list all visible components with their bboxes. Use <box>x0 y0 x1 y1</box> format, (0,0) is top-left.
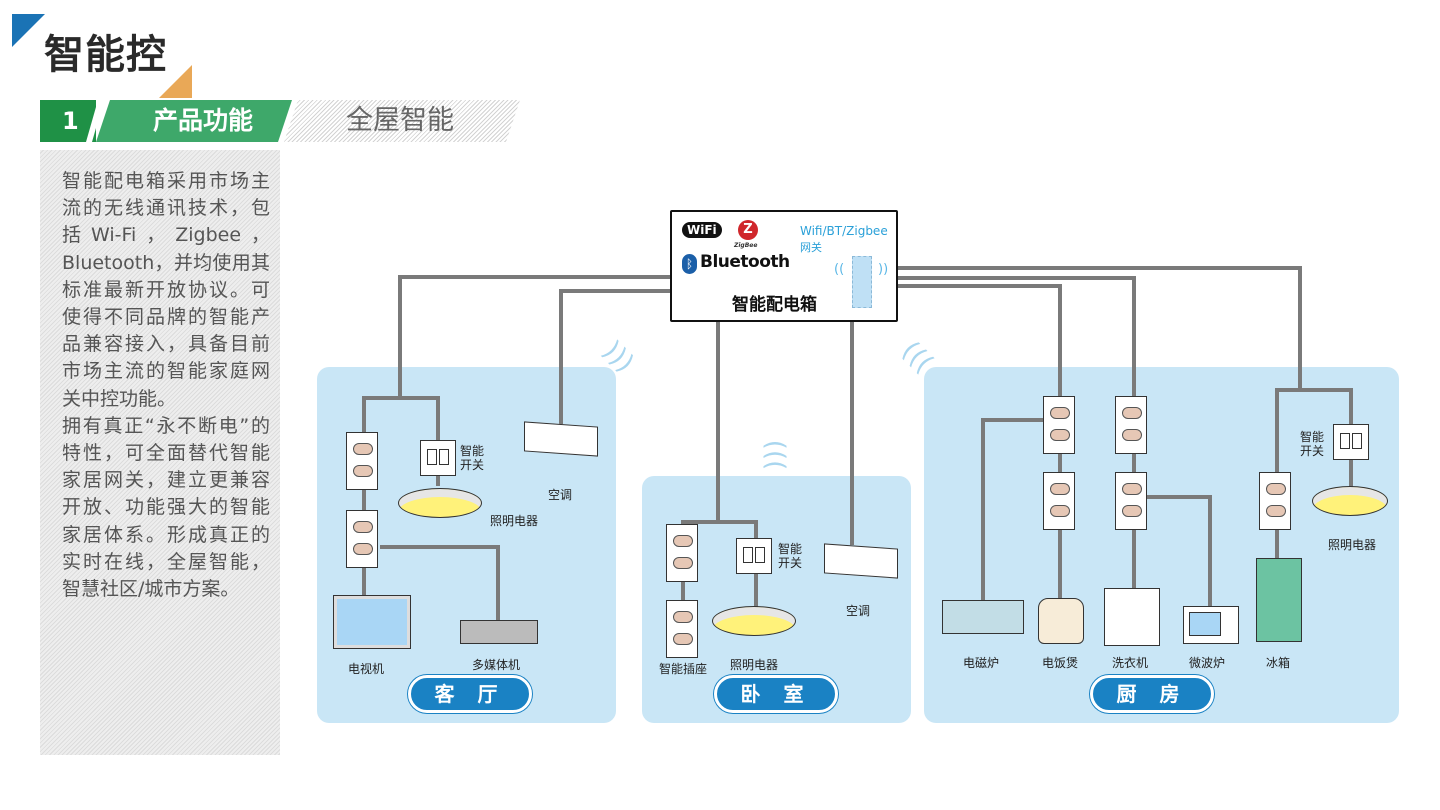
microwave-label: 微波炉 <box>1189 656 1226 670</box>
smart-distribution-box[interactable]: WiFi Z ZigBee ᛒ Bluetooth Wifi/BT/Zigbee… <box>670 210 898 322</box>
tv-icon[interactable] <box>333 595 411 649</box>
corner-triangle-orange <box>159 65 192 98</box>
description-paragraph: 智能配电箱采用市场主流的无线通讯技术，包括Wi-Fi，Zigbee，Blueto… <box>62 170 270 410</box>
ac-label: 空调 <box>548 488 573 502</box>
label-line: 开关 <box>460 458 485 472</box>
room-label-bedroom: 卧 室 <box>714 675 838 713</box>
smart-socket[interactable] <box>666 600 698 658</box>
wire <box>1058 284 1062 396</box>
ceiling-light[interactable] <box>398 488 482 518</box>
smart-switch-label: 智能开关 <box>1300 430 1324 458</box>
air-conditioner[interactable] <box>524 421 598 457</box>
wire <box>559 289 672 293</box>
refrigerator-icon[interactable] <box>1256 558 1302 642</box>
smart-switch[interactable] <box>1333 424 1369 460</box>
section-band <box>96 100 292 142</box>
smart-socket[interactable] <box>1115 396 1147 454</box>
ac-label: 空调 <box>846 604 871 618</box>
bluetooth-logo: Bluetooth <box>700 252 790 272</box>
room-label-kitchen: 厨 房 <box>1090 675 1214 713</box>
signal-left-icon: (( <box>834 262 845 277</box>
wire <box>681 520 757 524</box>
label-line: 开关 <box>1300 444 1325 458</box>
wire <box>398 275 402 397</box>
gateway-sublabel: 网关 <box>800 241 822 254</box>
smart-switch[interactable] <box>420 440 456 476</box>
washing-machine-icon[interactable] <box>1104 588 1160 646</box>
wire <box>896 266 1300 270</box>
label-line: 智能 <box>778 542 803 556</box>
zigbee-logo-label: ZigBee <box>734 242 758 249</box>
rice-cooker-icon[interactable] <box>1038 598 1084 644</box>
label-line: 智能 <box>1300 430 1325 444</box>
wire <box>398 275 672 279</box>
wire <box>850 320 854 545</box>
air-conditioner[interactable] <box>824 543 898 579</box>
induction-cooker-icon[interactable] <box>942 600 1024 634</box>
section-number: 1 <box>40 100 96 142</box>
section-sub-label: 全屋智能 <box>346 105 454 136</box>
gateway-label: Wifi/BT/Zigbee <box>800 224 888 238</box>
microwave-window <box>1189 612 1221 636</box>
label-line: 智能 <box>460 444 485 458</box>
smart-socket[interactable] <box>1043 396 1075 454</box>
wire <box>1145 495 1211 499</box>
light-label: 照明电器 <box>490 514 539 528</box>
smart-socket[interactable] <box>666 524 698 582</box>
description-text: 智能配电箱采用市场主流的无线通讯技术，包括Wi-Fi，Zigbee，Blueto… <box>62 168 270 603</box>
smart-socket[interactable] <box>1259 472 1291 530</box>
ceiling-light[interactable] <box>712 606 796 636</box>
wire <box>1275 388 1353 392</box>
smart-switch-label: 智能开关 <box>460 444 484 472</box>
hub-name: 智能配电箱 <box>732 295 817 315</box>
wire <box>1298 266 1302 390</box>
description-panel <box>40 150 280 755</box>
wire <box>981 418 1045 422</box>
tv-label: 电视机 <box>348 662 385 676</box>
wire <box>981 418 985 608</box>
wifi-logo-icon: WiFi <box>682 222 722 238</box>
smart-socket[interactable] <box>1043 472 1075 530</box>
wire <box>380 545 500 549</box>
wire <box>896 284 1060 288</box>
wifi-signal-icon: ))) <box>760 439 791 471</box>
wire <box>362 396 440 400</box>
ceiling-light[interactable] <box>1312 486 1388 516</box>
washing-machine-label: 洗衣机 <box>1112 656 1149 670</box>
gateway-module <box>852 256 872 308</box>
signal-right-icon: )) <box>878 262 889 277</box>
media-player-label: 多媒体机 <box>472 658 521 672</box>
wire <box>496 545 500 625</box>
wire <box>362 396 366 596</box>
wire <box>716 320 720 522</box>
wire <box>1132 276 1136 396</box>
light-label: 照明电器 <box>1328 538 1377 552</box>
description-paragraph: 拥有真正“永不断电”的特性，可全面替代智能家居网关，建立更兼容开放、功能强大的智… <box>62 414 270 601</box>
room-label-living: 客 厅 <box>408 675 532 713</box>
zigbee-logo-icon: Z <box>738 220 758 240</box>
smart-switch[interactable] <box>736 538 772 574</box>
induction-cooker-label: 电磁炉 <box>963 656 1000 670</box>
smart-socket-label: 智能插座 <box>659 662 708 676</box>
smart-socket[interactable] <box>346 432 378 490</box>
smart-socket[interactable] <box>346 510 378 568</box>
section-label: 产品功能 <box>152 106 253 135</box>
wire <box>1208 495 1212 607</box>
page-title: 智能控 <box>44 32 167 78</box>
room-kitchen <box>924 367 1399 723</box>
smart-socket[interactable] <box>1115 472 1147 530</box>
rice-cooker-label: 电饭煲 <box>1042 656 1079 670</box>
refrigerator-label: 冰箱 <box>1266 656 1291 670</box>
bluetooth-icon: ᛒ <box>682 254 697 274</box>
section-sub-band <box>284 100 520 142</box>
wire <box>896 276 1134 280</box>
media-player-icon[interactable] <box>460 620 538 644</box>
smart-switch-label: 智能开关 <box>778 542 802 570</box>
corner-triangle-blue <box>12 14 45 47</box>
wire <box>559 289 563 424</box>
light-label: 照明电器 <box>730 658 779 672</box>
label-line: 开关 <box>778 556 803 570</box>
